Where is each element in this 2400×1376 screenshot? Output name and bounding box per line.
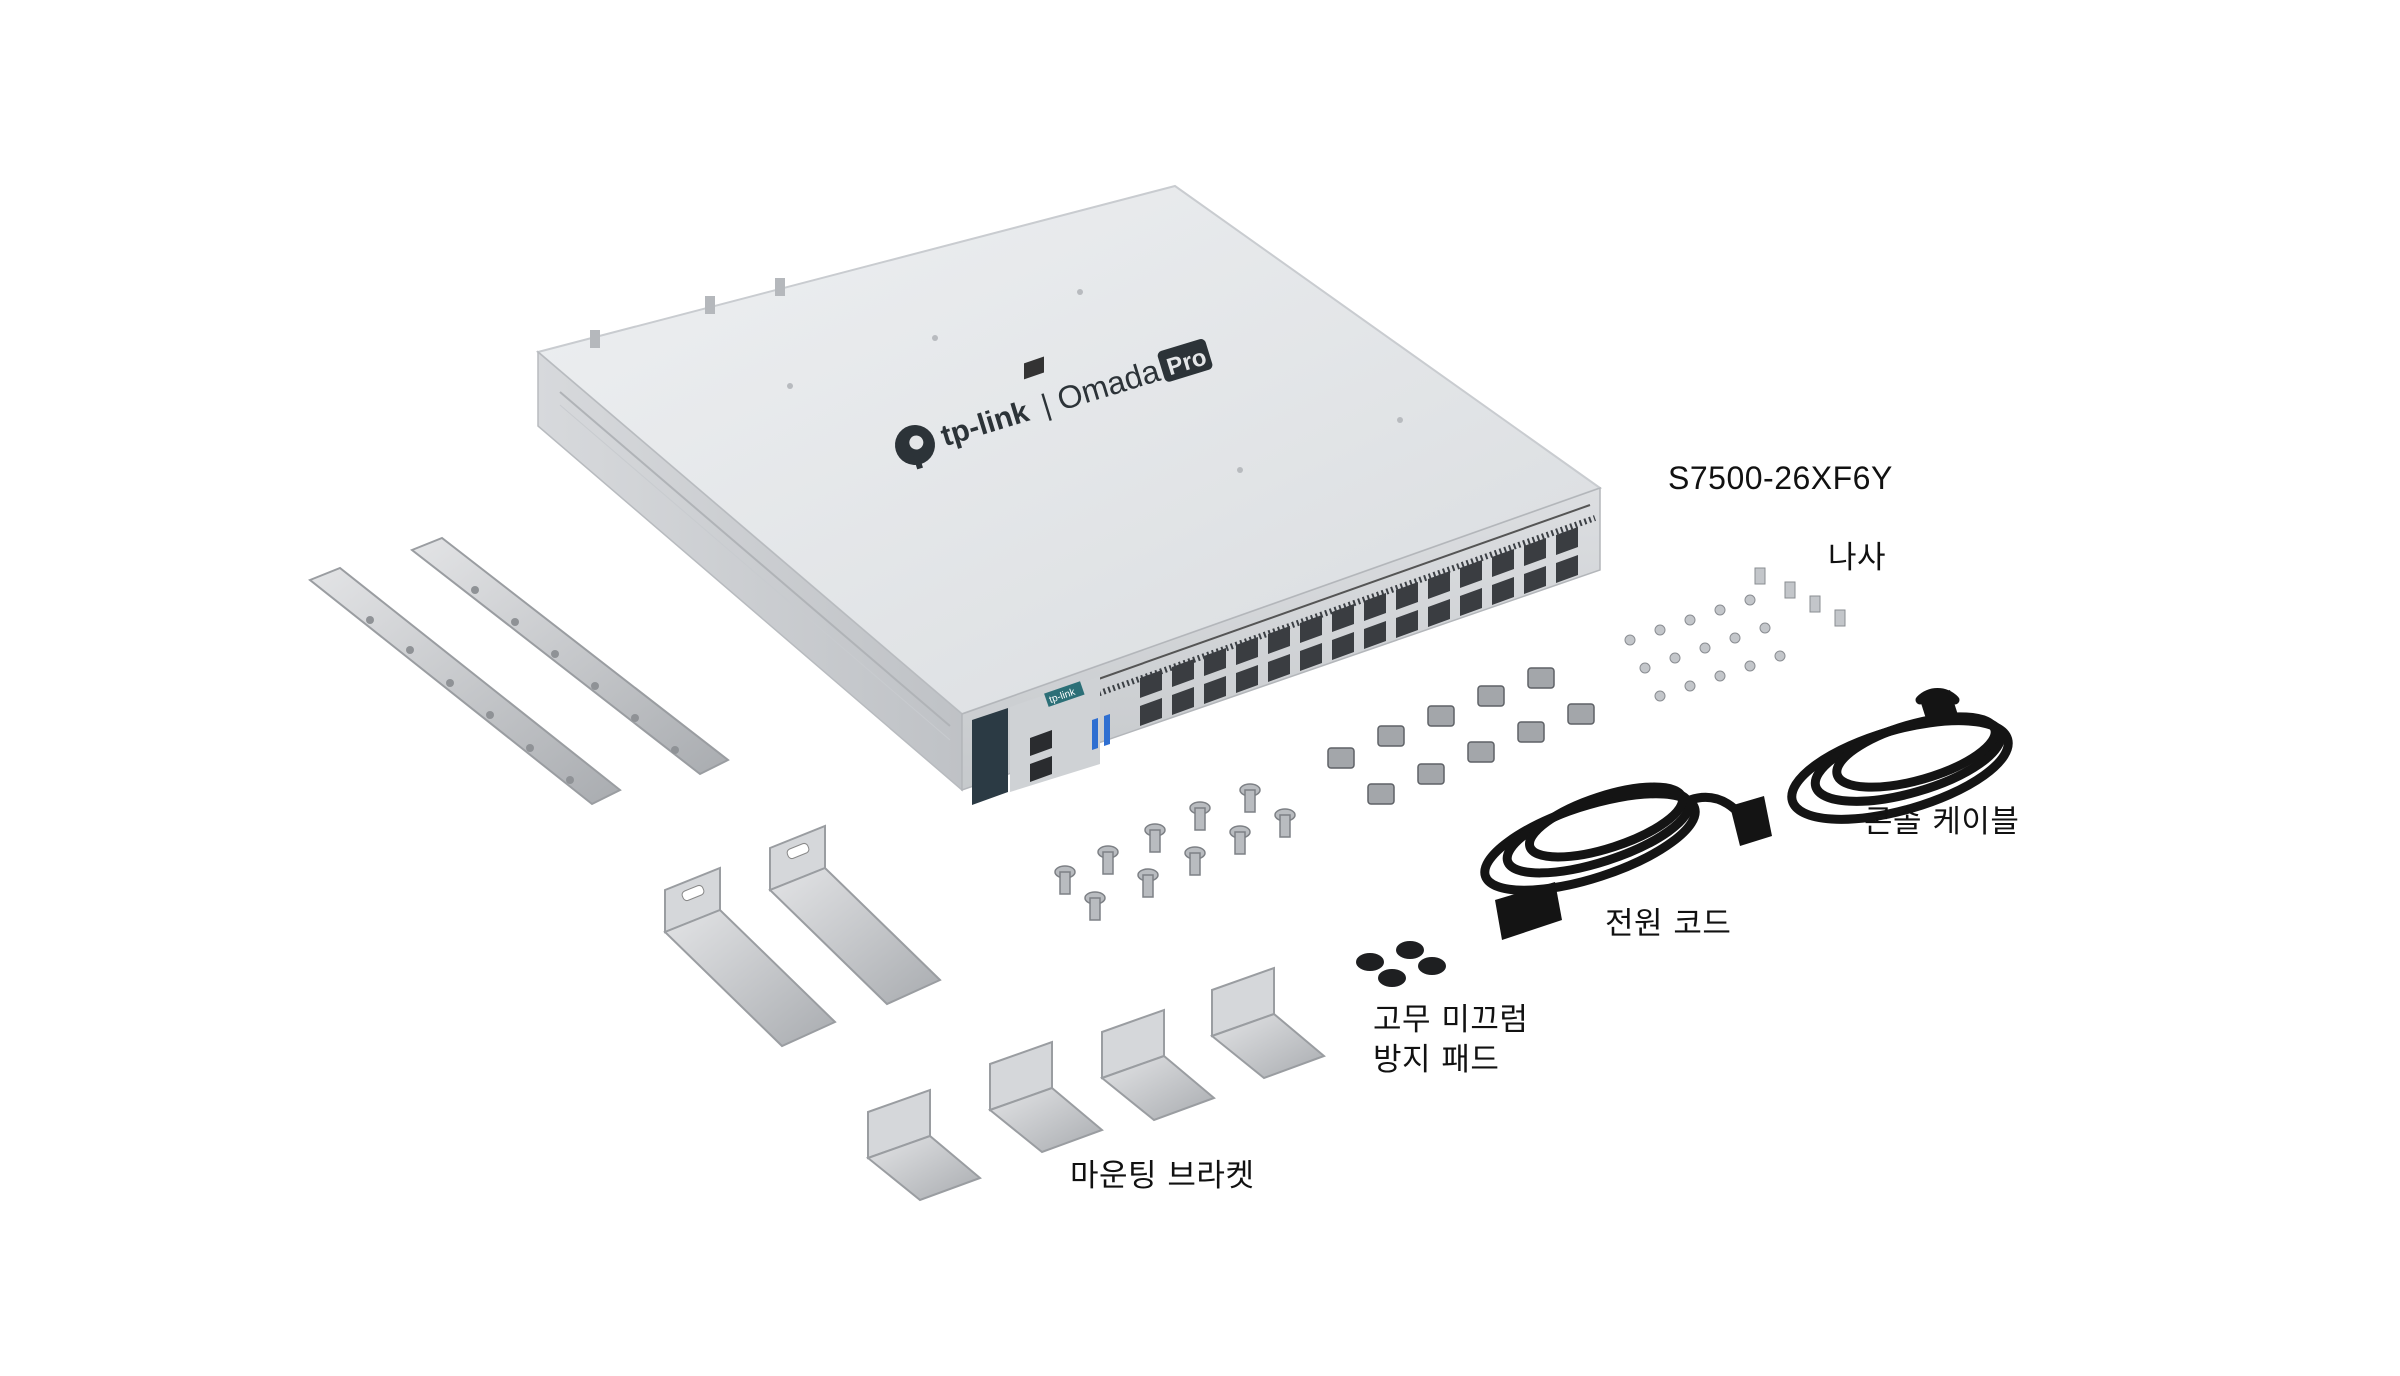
management-panel [972, 708, 1008, 805]
rubber-pads-label: 고무 미끄럼 방지 패드 [1373, 1000, 1528, 1080]
short-bracket-1 [865, 1088, 982, 1202]
console-cable-label: 콘솔 케이블 [1864, 804, 2020, 840]
model-name-label: S7500-26XF6Y [1668, 460, 1893, 496]
small-screws [1624, 567, 1846, 702]
cage-nuts [1327, 667, 1595, 805]
sfp-ports [1140, 527, 1578, 726]
switch-top-surface [535, 184, 1603, 716]
short-bracket-3 [1099, 1008, 1216, 1122]
front-vent-strip [1089, 504, 1591, 683]
power-cord-label: 전원 코드 [1605, 906, 1732, 942]
rubber-pads-label-line1: 고무 미끄럼 [1373, 1002, 1529, 1038]
rail-bracket-1 [308, 566, 622, 806]
rail-bracket-2 [410, 536, 730, 776]
short-bracket-4 [1209, 966, 1326, 1080]
usb-ports [1092, 714, 1110, 750]
screws-label: 나사 [1828, 540, 1887, 576]
mounting-brackets-label: 마운팅 브라켓 [1070, 1158, 1255, 1194]
sfp-port-row-bottom [1140, 555, 1578, 726]
console-cable-connector [1920, 690, 1958, 725]
rack-ear-2 [768, 824, 942, 1006]
rubber-pads-label-line2: 방지 패드 [1373, 1042, 1500, 1078]
power-cord [1480, 782, 1755, 895]
rj45-ports [1030, 730, 1052, 782]
rack-ears [663, 824, 942, 1048]
rack-ear-1 [663, 866, 837, 1048]
network-switch: tp-link | Omada Pro tp-link [535, 184, 1603, 805]
rubber-pads [1356, 941, 1446, 987]
power-cord-plug [1495, 882, 1562, 940]
pro-badge [1157, 338, 1213, 382]
rail-brackets [308, 536, 730, 806]
sfp-port-row-top [1140, 527, 1578, 698]
short-bracket-2 [987, 1040, 1104, 1154]
short-brackets [865, 966, 1326, 1202]
mounting-screws [1054, 783, 1296, 921]
console-cable [1787, 688, 2013, 824]
